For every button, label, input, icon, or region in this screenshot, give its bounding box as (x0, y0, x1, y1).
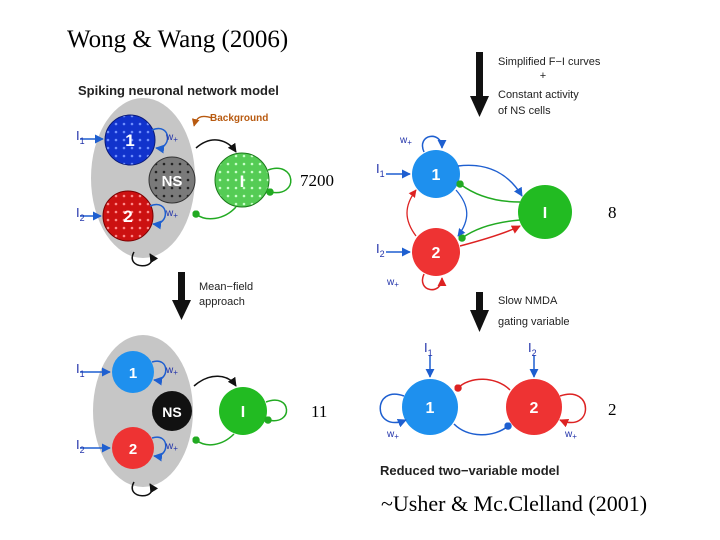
reduced-input-1-label: I1 (424, 340, 433, 358)
simplified-self-loop-2 (421, 273, 447, 291)
slow-nmda-step-line-1: Slow NMDA (498, 295, 558, 307)
simplified-step-line-4: of NS cells (498, 105, 551, 117)
reduced-1-inhibits-2 (453, 422, 512, 436)
reduced-pop-2 (506, 379, 562, 435)
spiking-inh-to-excit (192, 206, 237, 220)
reduced-pop-2-label: 2 (530, 400, 539, 417)
spiking-network-panel: Spiking neuronal network model 1 NS 2 I … (76, 83, 334, 267)
mean-field-arrow-shaft (178, 272, 185, 302)
simplified-2-to-1 (406, 189, 417, 237)
reduced-count: 2 (608, 400, 617, 419)
mean-field-self-loop-2 (151, 436, 167, 462)
simplified-self-loop-1 (421, 135, 447, 153)
reduced-input-2-label: I2 (528, 340, 537, 358)
mean-field-input-1-label: I1 (76, 361, 85, 379)
spiking-w-plus-1: w+ (165, 132, 178, 144)
simplified-w-plus-2: w+ (386, 277, 399, 289)
reduced-w-plus-1: w+ (386, 429, 399, 441)
simplified-arrow-head (470, 96, 489, 117)
mean-field-pop-2-label: 2 (129, 441, 137, 458)
spiking-pop-inh (214, 152, 270, 208)
mean-field-excit-to-inh (193, 375, 237, 387)
spiking-self-loop-1 (151, 127, 169, 154)
background-input-arrow (191, 115, 213, 127)
mean-field-pop-ns (152, 391, 192, 431)
spiking-input-1-label: I1 (76, 128, 85, 146)
spiking-excit-to-inh (195, 139, 237, 153)
mean-field-w-plus-2: w+ (165, 441, 178, 453)
simplified-step: Simplified F−I curves + Constant activit… (470, 52, 601, 117)
spiking-input-2-label: I2 (76, 205, 85, 223)
spiking-panel-heading: Spiking neuronal network model (78, 83, 279, 98)
mean-field-pop-inh-label: I (241, 404, 245, 421)
reduced-w-plus-2: w+ (564, 429, 577, 441)
spiking-w-plus-2: w+ (165, 208, 178, 220)
mean-field-w-plus-1: w+ (165, 365, 178, 377)
mean-field-pop-ns-label: NS (162, 404, 181, 420)
simplified-step-line-1: Simplified F−I curves (498, 56, 601, 68)
mean-field-pop-1-label: 1 (129, 365, 137, 382)
simplified-inh-to-2 (458, 219, 521, 242)
simplified-pop-inh (518, 185, 572, 239)
simplified-pop-2 (412, 228, 460, 276)
mean-field-inh-to-excit (192, 433, 235, 446)
mean-field-pop-1 (112, 351, 154, 393)
spiking-shell-self-loop (131, 251, 159, 267)
spiking-pop-ns-label: NS (162, 173, 183, 190)
simplified-inh-to-1 (456, 180, 521, 203)
reduced-pop-1 (402, 379, 458, 435)
mean-field-input-2-label: I2 (76, 437, 85, 455)
simplified-step-line-3: Constant activity (498, 89, 579, 101)
mean-field-count: 11 (311, 402, 327, 421)
mean-field-pop-2 (112, 427, 154, 469)
reduced-2-inhibits-1 (454, 378, 511, 392)
spiking-pop-2 (102, 190, 154, 242)
spiking-pop-2-label: 2 (123, 207, 132, 226)
simplified-input-1-label: I1 (376, 161, 385, 179)
mean-field-step: Mean−field approach (172, 272, 253, 320)
simplified-w-plus-1: w+ (399, 135, 412, 147)
simplified-pop-inh-label: I (543, 205, 547, 222)
mean-field-pop-inh (219, 387, 267, 435)
slow-nmda-step: Slow NMDA gating variable (470, 292, 570, 332)
simplified-1-to-2 (455, 189, 468, 237)
slow-nmda-arrow-shaft (476, 292, 483, 312)
spiking-pop-1 (104, 114, 156, 166)
reduced-self-loop-2 (559, 393, 587, 428)
spiking-count: 7200 (300, 171, 334, 190)
spiking-pop-ns (148, 156, 196, 204)
mean-field-step-line-1: Mean−field (199, 281, 253, 293)
reduced-panel-heading: Reduced two−variable model (380, 463, 560, 478)
reduced-pop-1-label: 1 (426, 400, 435, 417)
spiking-pop-1-label: 1 (125, 131, 134, 150)
footer-reference: ~Usher & Mc.Clelland (2001) (381, 491, 648, 516)
page-title: Wong & Wang (2006) (67, 26, 289, 53)
simplified-panel: 1 2 I I1 I2 w+ w+ 8 (376, 135, 617, 291)
mean-field-arrow-head (172, 300, 191, 320)
simplified-step-line-2: + (540, 70, 546, 82)
spiking-pop-inh-label: I (240, 172, 245, 191)
simplified-pop-1 (412, 150, 460, 198)
simplified-pop-1-label: 1 (432, 167, 441, 184)
mean-field-inh-self-loop (264, 399, 288, 424)
slow-nmda-step-line-2: gating variable (498, 316, 570, 328)
simplified-1-to-inh (457, 164, 523, 197)
simplified-pop-2-label: 2 (432, 245, 441, 262)
simplified-arrow-shaft (476, 52, 483, 98)
spiking-background-label: Background (210, 113, 268, 124)
simplified-2-to-inh (459, 225, 521, 247)
spiking-inh-self-loop (266, 167, 292, 196)
slow-nmda-arrow-head (470, 310, 489, 332)
reduced-self-loop-1 (379, 393, 407, 428)
reduced-panel: 1 2 I1 I2 w+ w+ 2 Reduced two−variable m… (379, 340, 617, 478)
simplified-count: 8 (608, 203, 617, 222)
mean-field-shell-self-loop (131, 481, 159, 497)
simplified-input-2-label: I2 (376, 241, 385, 259)
spiking-self-loop-2 (149, 203, 167, 230)
mean-field-self-loop-1 (151, 360, 167, 386)
mean-field-step-line-2: approach (199, 296, 245, 308)
mean-field-panel: 1 NS 2 I I1 I2 w+ w+ 11 (76, 335, 327, 497)
